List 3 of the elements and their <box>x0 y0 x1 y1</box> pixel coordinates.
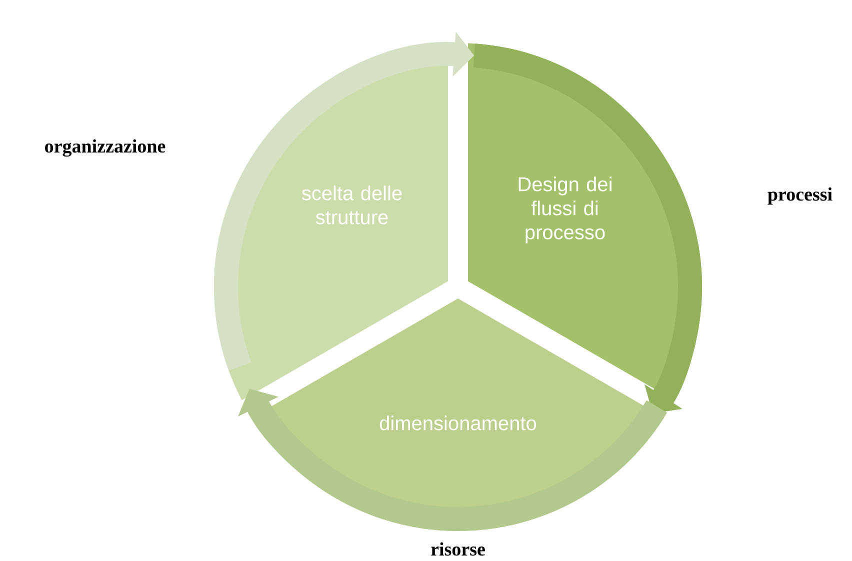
category-label: organizzazione <box>45 139 166 157</box>
pie-segment: dimensionamento <box>252 298 664 531</box>
category-label: processi <box>768 187 832 205</box>
